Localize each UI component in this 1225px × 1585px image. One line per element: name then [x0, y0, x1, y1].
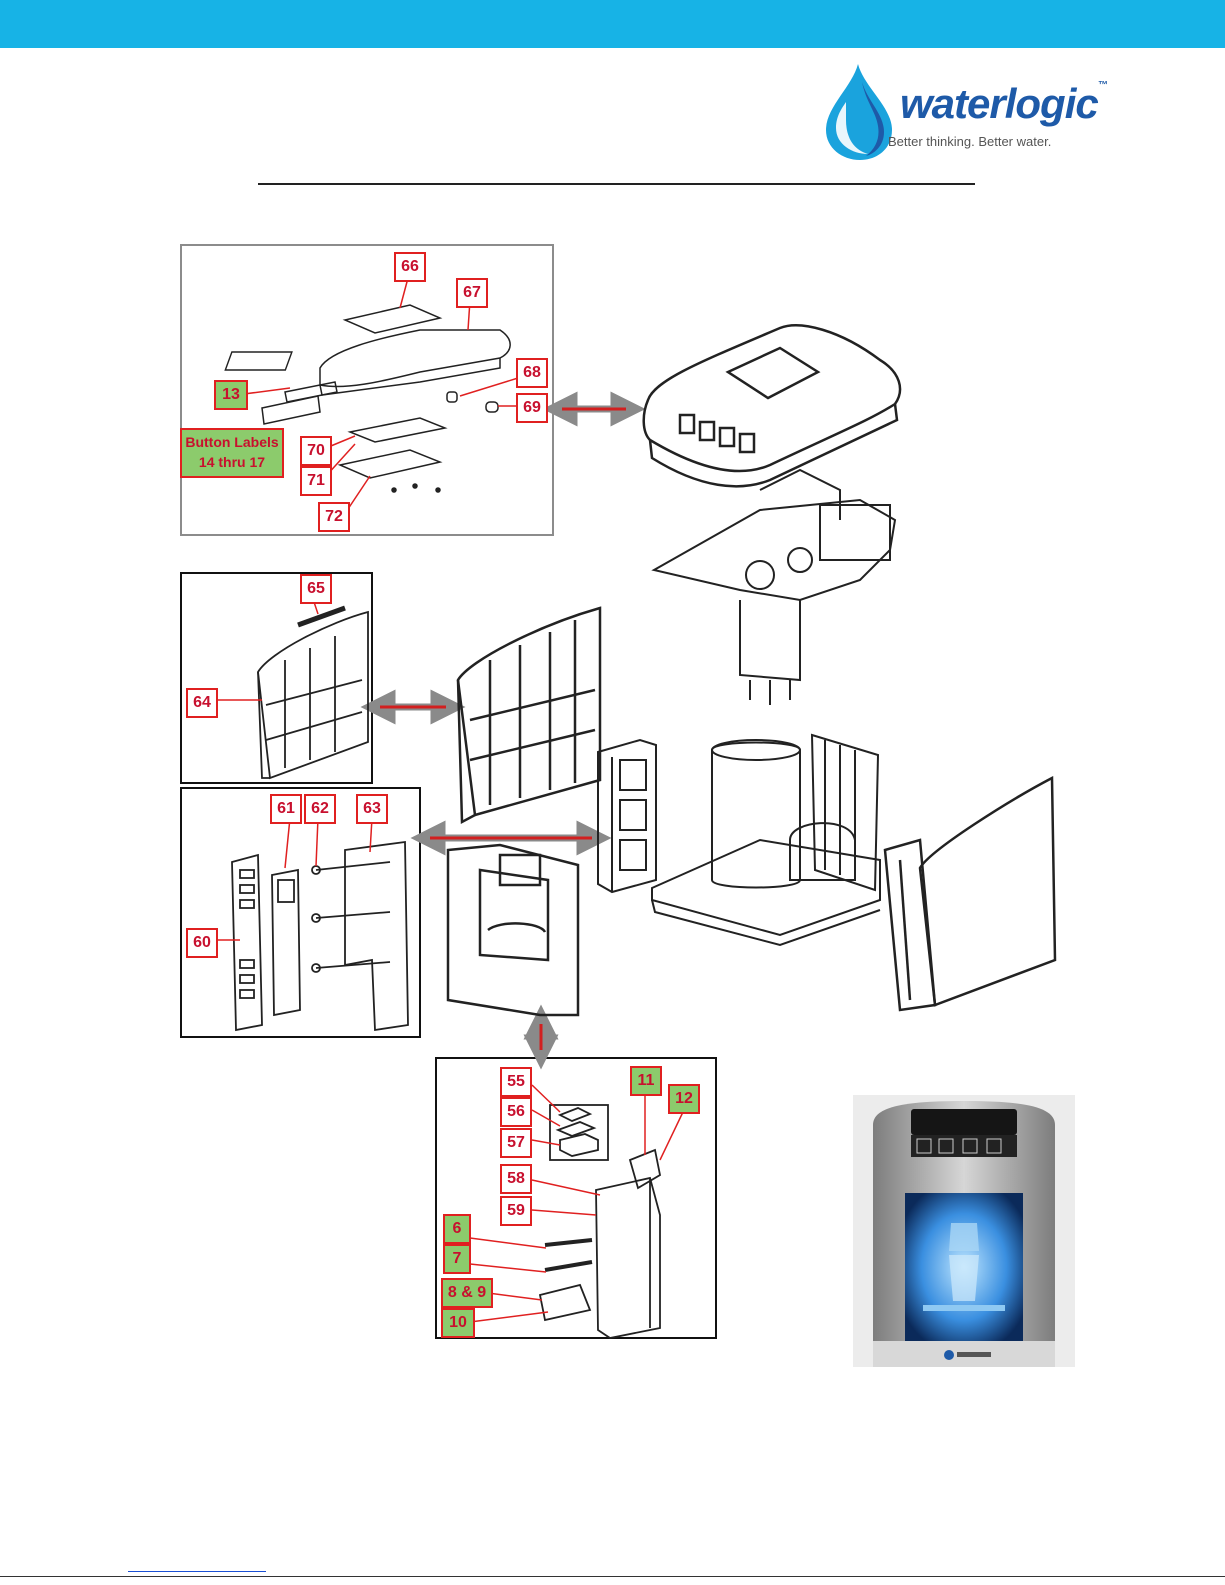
part-label-65: 65	[300, 574, 332, 604]
part-label-64: 64	[186, 688, 218, 718]
part-label-13: 13	[214, 380, 248, 410]
side-panel-drawing	[458, 608, 600, 822]
side-panel-leader-lines	[212, 596, 318, 700]
button-labels-callout: Button Labels 14 thru 17	[180, 428, 284, 478]
part-label-67: 67	[456, 278, 488, 308]
footer-rule	[0, 1576, 1225, 1577]
dispense-inset-drawing	[540, 1105, 660, 1338]
part-label-69: 69	[516, 393, 548, 423]
part-label-71: 71	[300, 466, 332, 496]
button-labels-line2: 14 thru 17	[182, 452, 282, 472]
part-label-6: 6	[443, 1214, 471, 1244]
water-dispenser-product-image	[853, 1095, 1075, 1367]
part-label-61: 61	[270, 794, 302, 824]
drip-leader-lines	[212, 818, 372, 940]
part-label-10: 10	[441, 1308, 475, 1338]
part-label-59: 59	[500, 1196, 532, 1226]
filter-module-drawing	[598, 740, 656, 892]
drip-inset-drawing	[232, 842, 408, 1030]
part-label-62: 62	[304, 794, 336, 824]
right-side-panel-drawing	[885, 778, 1055, 1010]
part-label-68: 68	[516, 358, 548, 388]
part-label-72: 72	[318, 502, 350, 532]
part-label-58: 58	[500, 1164, 532, 1194]
part-label-55: 55	[500, 1067, 532, 1097]
part-label-7: 7	[443, 1244, 471, 1274]
button-labels-line1: Button Labels	[182, 432, 282, 452]
part-label-56: 56	[500, 1097, 532, 1127]
side-panel-inset-drawing	[258, 608, 368, 778]
part-label-70: 70	[300, 436, 332, 466]
main-top-cover-drawing	[644, 325, 900, 486]
part-label-63: 63	[356, 794, 388, 824]
part-label-11: 11	[630, 1066, 662, 1096]
part-label-12: 12	[668, 1084, 700, 1114]
chassis-drawing	[654, 470, 895, 705]
part-label-8-and-9: 8 & 9	[441, 1278, 493, 1308]
front-housing-drawing	[448, 845, 578, 1015]
part-label-66: 66	[394, 252, 426, 282]
compressor-base-drawing	[652, 735, 880, 945]
part-label-57: 57	[500, 1128, 532, 1158]
footer-link-underline	[128, 1571, 266, 1572]
part-label-60: 60	[186, 928, 218, 958]
